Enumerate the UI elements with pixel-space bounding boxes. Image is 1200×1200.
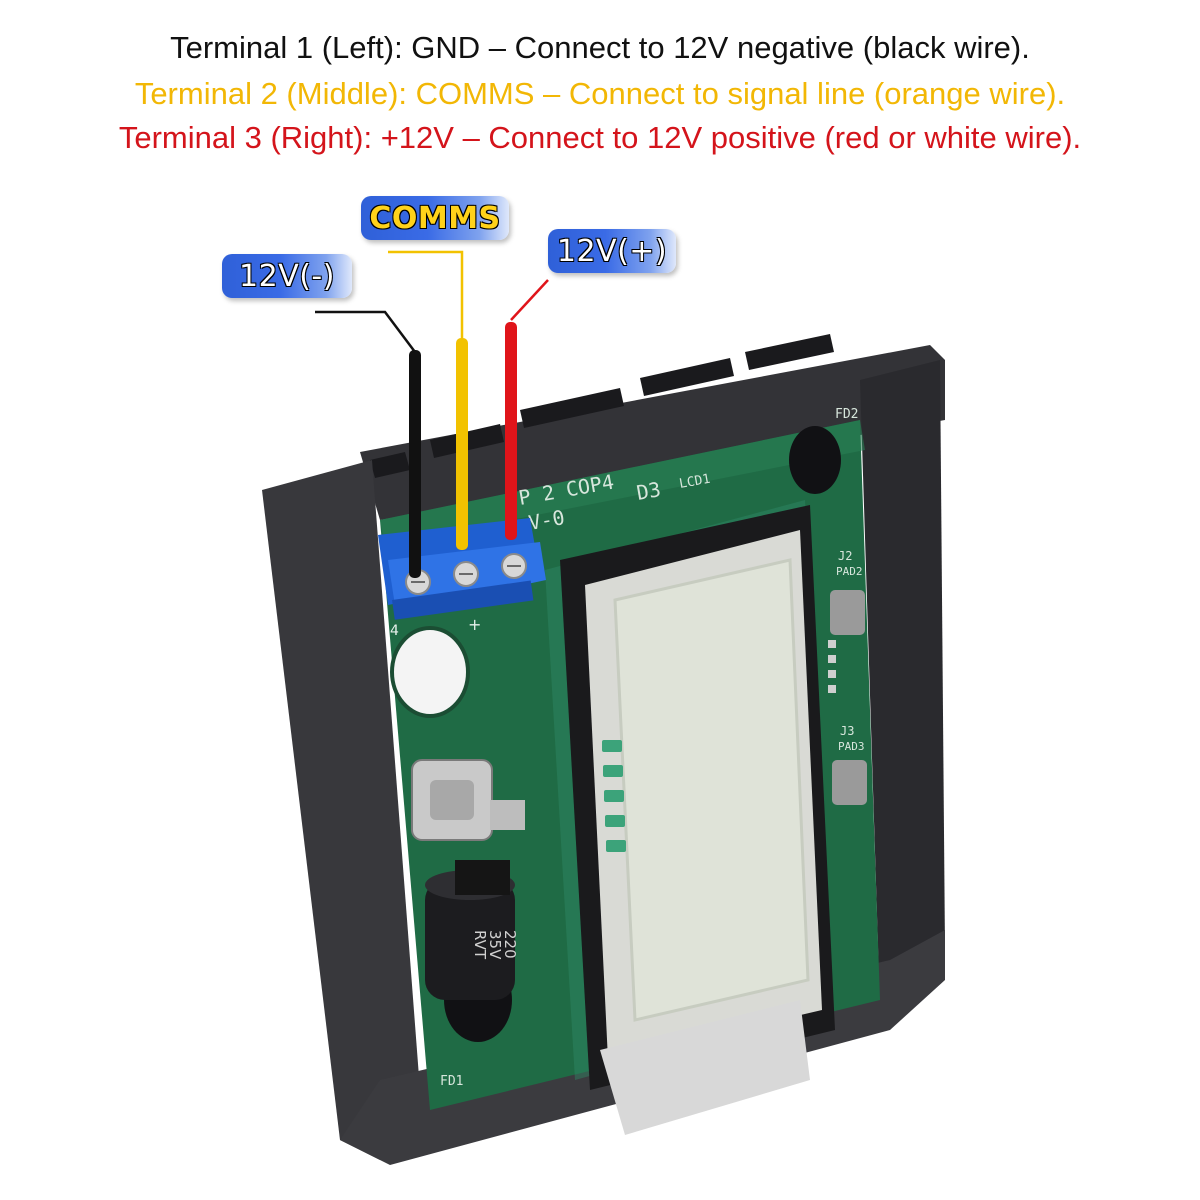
cap-voltage: 35V	[486, 930, 504, 960]
mounting-hole-fd2	[789, 426, 841, 494]
pcb-text-j2: J2	[838, 549, 852, 563]
wire-yellow	[456, 338, 468, 550]
wire-red	[505, 322, 517, 540]
ic-chip	[455, 860, 510, 895]
label-comms: COMMS	[361, 196, 509, 240]
wire-black	[409, 350, 421, 578]
right-connectors	[830, 590, 867, 805]
label-positive: 12V(+)	[548, 229, 676, 273]
cap-series: RVT	[471, 930, 489, 960]
pcb-text-d3: D3	[635, 477, 663, 505]
leader-line-comms	[388, 250, 464, 340]
housing-left-frame	[262, 460, 420, 1160]
mounting-hole-left	[390, 626, 470, 718]
leader-line-positive	[510, 279, 549, 321]
label-gnd: 12V(-)	[222, 254, 352, 298]
header-pins	[828, 640, 836, 693]
vent-slots	[370, 334, 834, 478]
spade-terminal	[411, 759, 525, 841]
cap-value: 220	[501, 930, 519, 959]
pcb-text-pad2: PAD2	[836, 565, 863, 578]
pcb-text-j3: J3	[840, 724, 854, 738]
pcb-text-lcd: LCD1	[678, 472, 711, 492]
pcb-text-pad3: PAD3	[838, 740, 865, 753]
pcb-text-fd2: FD2	[835, 407, 858, 422]
lcd-pins	[602, 740, 626, 852]
pcb-text-terminal-plus: +	[468, 615, 481, 634]
housing-right-wall	[860, 360, 945, 1010]
caption-terminal-3: Terminal 3 (Right): +12V – Connect to 12…	[118, 120, 1082, 155]
leader-line-gnd	[315, 310, 416, 353]
pcb-text-terminal-4: 4	[390, 623, 399, 639]
caption-terminal-2: Terminal 2 (Middle): COMMS – Connect to …	[134, 76, 1066, 111]
lcd-screen	[613, 558, 810, 1022]
pcb-text-fd1: FD1	[440, 1074, 463, 1089]
lcd-flex-cable	[600, 1000, 810, 1135]
caption-terminal-1: Terminal 1 (Left): GND – Connect to 12V …	[170, 30, 1030, 65]
